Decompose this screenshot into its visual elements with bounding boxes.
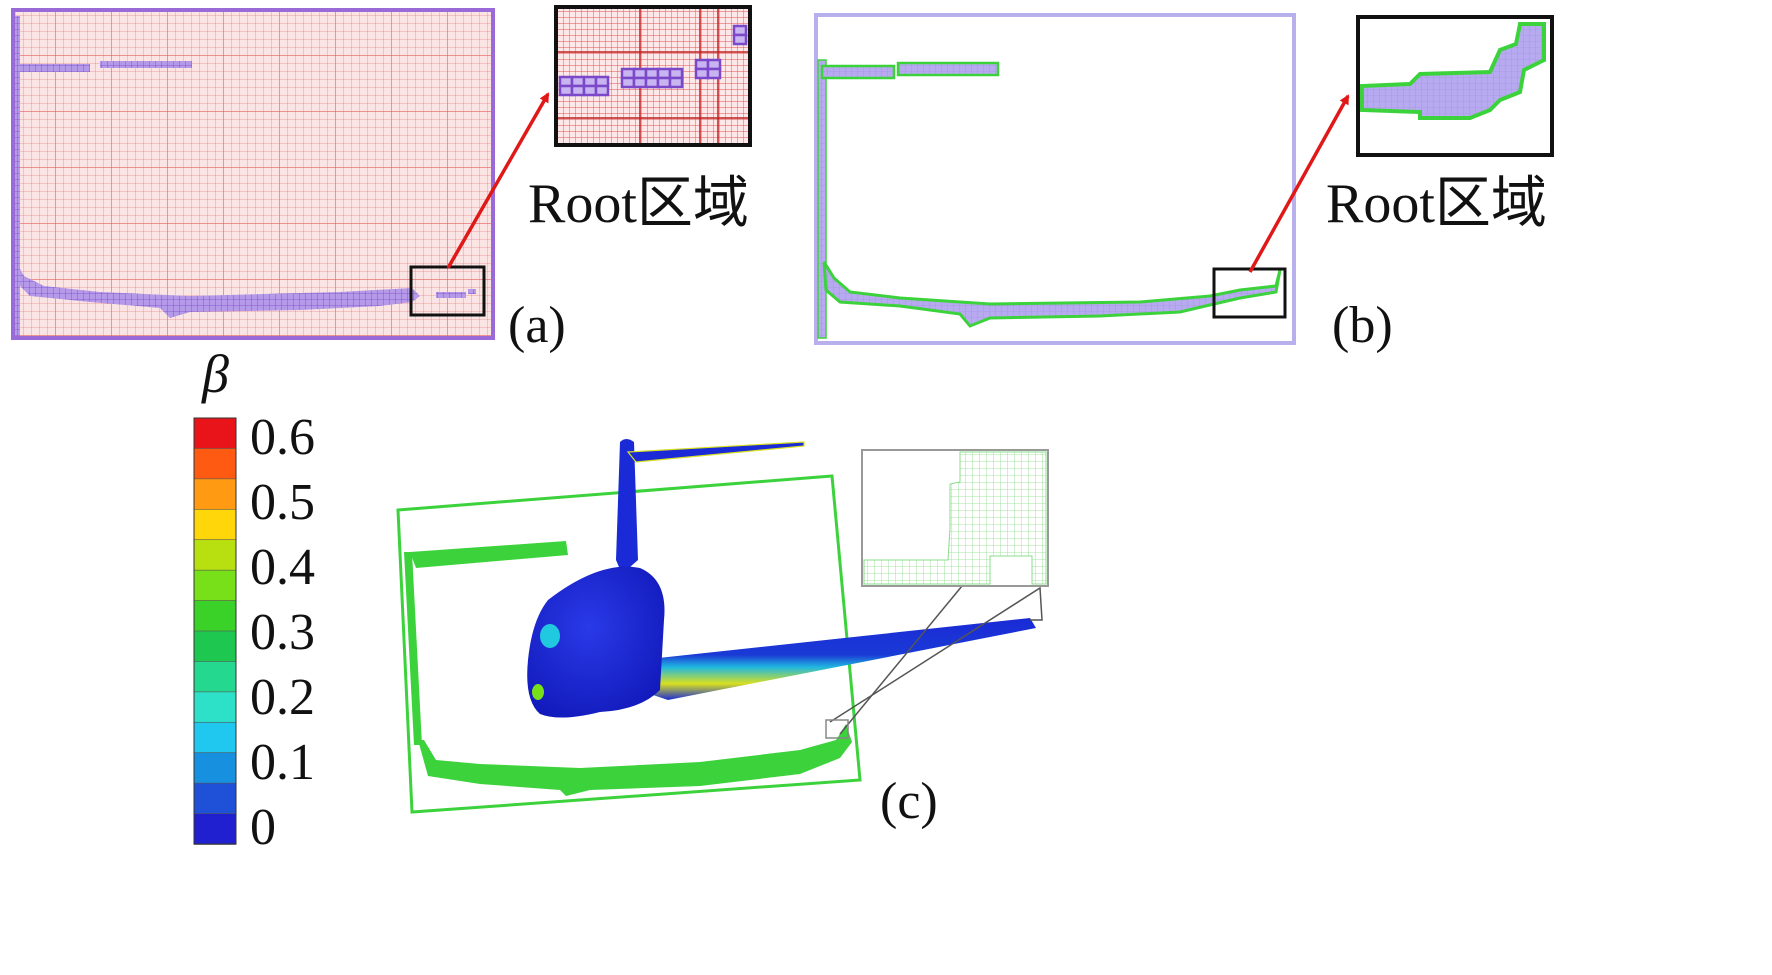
panel-b-highlight-box <box>1212 267 1287 319</box>
panel-b: Root区域 (b) <box>814 13 1554 354</box>
panel-a-root-cells-2 <box>468 289 476 294</box>
colorbar-cell <box>193 417 237 450</box>
colorbar-tick-label: 0.1 <box>250 734 315 791</box>
colorbar-cell <box>193 661 237 693</box>
colorbar-cell <box>193 630 237 663</box>
panel-c-zoom-source <box>825 719 849 739</box>
panel-c: (c) <box>396 439 1049 830</box>
colorbar-cell <box>193 721 237 754</box>
panel-c-zoom-line <box>839 585 963 735</box>
panel-a-upper-cells <box>20 64 90 72</box>
colorbar-cell <box>193 478 237 511</box>
panel-b-lower-cells <box>822 261 1282 328</box>
colorbar-cell <box>193 539 237 571</box>
panel-c-vertical-fin <box>616 439 638 574</box>
panel-a: Root区域 (a) <box>11 5 752 354</box>
panel-a-inset-cells <box>558 24 748 97</box>
colorbar-ticks: 0.6 0.5 0.4 0.3 0.2 0.1 0 <box>250 409 315 856</box>
colorbar-cell <box>193 600 237 632</box>
panel-b-upper-cells-2 <box>896 61 1000 77</box>
panel-a-left-cells <box>15 16 20 336</box>
panel-c-hotspot-2 <box>532 684 544 700</box>
colorbar-outline <box>193 417 237 845</box>
panel-b-arrow <box>1248 94 1350 273</box>
panel-c-lower-cells <box>418 724 852 796</box>
panel-c-inset-mesh <box>863 451 1047 585</box>
panel-c-label: (c) <box>880 773 938 830</box>
panel-b-left-cells <box>817 59 827 339</box>
colorbar-cell <box>193 508 237 541</box>
colorbar-symbol: β <box>201 344 229 404</box>
colorbar-tick-label: 0.3 <box>250 604 315 661</box>
panel-a-label: (a) <box>508 297 566 354</box>
colorbar-cell <box>193 752 237 784</box>
panel-a-lower-cells <box>16 262 420 318</box>
panel-c-domain-frame <box>396 474 862 814</box>
panel-a-arrow <box>446 92 550 269</box>
colorbar-cell <box>193 569 237 602</box>
colorbar-tick-label: 0.5 <box>250 474 315 531</box>
panel-c-wing <box>640 618 1036 700</box>
panel-a-mesh-coarse <box>15 12 491 336</box>
panel-a-root-cells <box>436 292 466 298</box>
panel-b-inset-caption: Root区域 <box>1326 173 1547 235</box>
panel-c-upper-cells <box>410 541 568 568</box>
colorbar-cells <box>193 417 237 845</box>
colorbar-tick-label: 0.4 <box>250 539 315 596</box>
colorbar-tick-label: 0 <box>250 799 276 856</box>
panel-c-left-cells <box>404 552 422 745</box>
panel-c-fuselage <box>527 566 665 718</box>
panel-c-zoom-line-2 <box>829 586 1043 723</box>
colorbar-cell <box>193 448 237 480</box>
panel-a-inset-caption: Root区域 <box>528 173 749 235</box>
colorbar-tick-label: 0.2 <box>250 669 315 726</box>
colorbar-cell <box>193 782 237 815</box>
panel-b-label: (b) <box>1332 297 1393 354</box>
panel-a-upper-cells-2 <box>100 61 192 68</box>
colorbar-cell <box>193 813 237 845</box>
colorbar-cell <box>193 691 237 724</box>
panel-b-upper-cells <box>820 64 896 80</box>
panel-c-hotspot-1 <box>540 624 560 648</box>
panel-b-inset-cells <box>1360 22 1546 120</box>
colorbar-tick-label: 0.6 <box>250 409 315 466</box>
panel-c-tailplane <box>626 441 805 463</box>
colorbar: β 0.6 0.5 0.4 0.3 0.2 0.1 0 <box>193 344 315 856</box>
